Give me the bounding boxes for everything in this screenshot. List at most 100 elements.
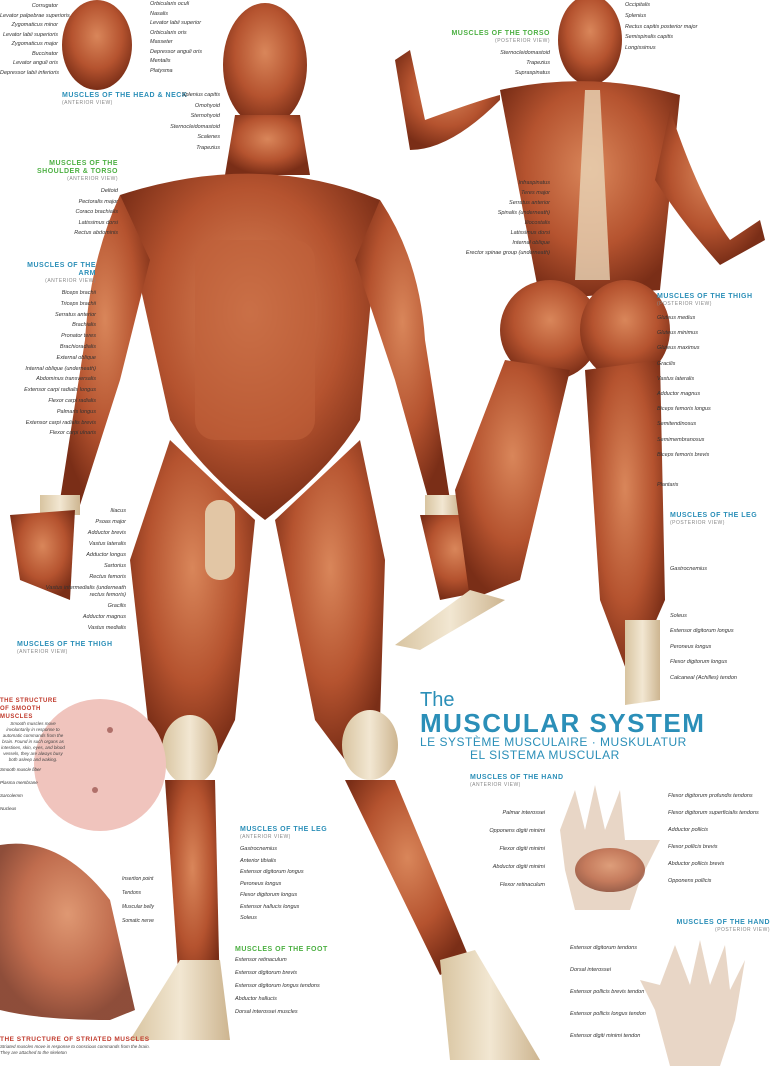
muscle-label: Flexor carpi ulnaris bbox=[49, 430, 96, 437]
muscle-label bbox=[670, 578, 757, 594]
muscle-label: Supraspinatus bbox=[514, 70, 550, 76]
muscle-label: Deltoid bbox=[100, 188, 118, 194]
hand-anterior-group: Muscles of the hand (Anterior view) Palm… bbox=[470, 774, 760, 888]
muscle-label: Orbicularis oculi bbox=[150, 1, 190, 7]
muscle-label: Gracilis bbox=[107, 603, 126, 609]
muscle-label: Internal oblique bbox=[512, 240, 550, 246]
muscle-label bbox=[410, 148, 550, 158]
striated-muscle-inset bbox=[0, 843, 135, 1020]
muscle-label: Extensor digitorum tendons bbox=[570, 945, 637, 951]
muscle-label bbox=[410, 78, 550, 88]
label-group: Muscles of the thigh(Posterior view) Glut… bbox=[657, 293, 753, 493]
muscle-label: Peroneus longus bbox=[240, 880, 282, 887]
muscle-label: Pectoralis major bbox=[78, 198, 118, 205]
muscle-label: Sternocleidomastoid bbox=[500, 50, 550, 56]
label-group: Muscles of the footExtensor retinaculumE… bbox=[235, 946, 328, 1019]
muscle-label: Spinalis (underneath) bbox=[497, 210, 550, 216]
group-subtitle: (Posterior view) bbox=[657, 301, 712, 307]
muscle-label: Soleus bbox=[670, 612, 687, 619]
muscle-label: Brachialis bbox=[72, 322, 96, 329]
group-title: The structure of smooth muscles bbox=[0, 698, 58, 720]
muscle-label: Vastus medialis bbox=[87, 625, 126, 631]
group-title: Muscles of the foot bbox=[235, 946, 328, 953]
muscle-label: Adductor magnus bbox=[657, 391, 701, 398]
muscle-label: Peroneus longus bbox=[670, 643, 712, 650]
muscle-label bbox=[410, 138, 550, 148]
muscle-label: Rectus capitis posterior major bbox=[625, 23, 698, 30]
group-title: Muscles of the torso bbox=[451, 30, 550, 37]
muscle-label: Nucleus bbox=[0, 806, 17, 811]
muscle-label: Coraco brachialis bbox=[75, 209, 119, 215]
group-title: The structure of striated muscles bbox=[0, 1036, 150, 1043]
muscle-label: Occipitalis bbox=[625, 2, 651, 8]
front-figure bbox=[10, 3, 540, 1060]
group-title: Muscles of the hand bbox=[676, 919, 770, 926]
muscle-label: Scalenes bbox=[197, 134, 220, 140]
muscle-label: Sarcolemm bbox=[0, 793, 23, 798]
muscle-label bbox=[670, 593, 757, 609]
group-title: Muscles of the arm bbox=[27, 262, 96, 277]
muscle-label: Biceps brachii bbox=[61, 290, 96, 296]
poster-title: The MUSCULAR SYSTEM LE SYSTÈME MUSCULAIR… bbox=[420, 690, 770, 762]
muscle-label: Depressor labii inferioris bbox=[0, 69, 59, 76]
muscle-label: Iliacus bbox=[110, 508, 126, 514]
muscle-label: Smooth muscle fiber bbox=[0, 767, 42, 772]
muscle-label: Splenius capitis bbox=[181, 92, 220, 98]
group-title: Muscles of the thigh bbox=[657, 293, 753, 300]
muscle-label: Tendons bbox=[122, 890, 141, 896]
muscle-label: Extensor pollicis brevis tendon bbox=[570, 989, 645, 995]
head-inset bbox=[62, 0, 132, 90]
label-group: Muscles of the head & neck(Anterior view… bbox=[62, 92, 187, 110]
muscle-label: Gluteus maximus bbox=[657, 345, 700, 352]
muscle-label: Pronator teres bbox=[61, 333, 96, 340]
muscle-label: Muscular belly bbox=[122, 904, 154, 910]
hand-posterior-group: Muscles of the hand (Posterior view) Ext… bbox=[570, 919, 770, 1047]
muscle-label: Anterior tibialis bbox=[240, 857, 277, 864]
muscle-label: Teres major bbox=[521, 190, 550, 196]
muscle-label: Adductor magnus bbox=[82, 614, 126, 620]
muscle-label: Flexor digitorum longus bbox=[240, 892, 298, 898]
title-main: MUSCULAR SYSTEM bbox=[420, 708, 706, 738]
muscle-label: Triceps brachii bbox=[60, 300, 96, 307]
muscle-label: Flexor digitorum profundis tendons bbox=[668, 793, 753, 799]
group-title: Muscles of the leg bbox=[240, 826, 328, 833]
muscle-label: Semimembranosus bbox=[657, 436, 705, 443]
title-french-german: LE SYSTÈME MUSCULAIRE · MUSKULATUR bbox=[420, 735, 687, 749]
muscle-label: Rectus abdominis bbox=[74, 230, 118, 236]
label-group: Muscles of the leg(Anterior view)Gastroc… bbox=[240, 826, 327, 925]
group-subtitle: (Anterior view) bbox=[67, 176, 118, 182]
muscle-label: Extensor carpi radialis longus bbox=[24, 387, 96, 394]
muscle-label: Levator palpebrae superioris bbox=[0, 12, 70, 19]
group-title: Muscles of the shoulder & torso bbox=[37, 160, 118, 175]
muscle-label: Flexor carpi radialis bbox=[48, 397, 96, 404]
muscle-label: Somatic nerve bbox=[122, 918, 154, 924]
label-group: The structure of striated musclesStriate… bbox=[0, 1036, 160, 1056]
muscle-label: Calcaneal (Achilles) tendon bbox=[670, 674, 737, 681]
muscle-label: Trapezius bbox=[526, 60, 550, 66]
group-description: Smooth muscles move involuntarily in res… bbox=[1, 721, 65, 762]
group-subtitle: (Posterior view) bbox=[715, 927, 770, 933]
muscle-label: Extensor digitorum brevis bbox=[235, 970, 298, 976]
muscle-label: Extensor digitorum longus tendons bbox=[235, 983, 320, 989]
muscle-label: Sartorius bbox=[103, 563, 126, 569]
muscle-label: Infraspinatus bbox=[518, 180, 551, 186]
muscle-label: Buccinator bbox=[32, 50, 58, 57]
muscle-label: Masseter bbox=[150, 39, 173, 45]
muscle-label: Omohyoid bbox=[194, 102, 220, 109]
muscle-label: Abductor pollicis brevis bbox=[668, 861, 725, 867]
group-subtitle: (Anterior view) bbox=[62, 100, 113, 106]
muscle-label: Palmar interossei bbox=[502, 810, 546, 816]
